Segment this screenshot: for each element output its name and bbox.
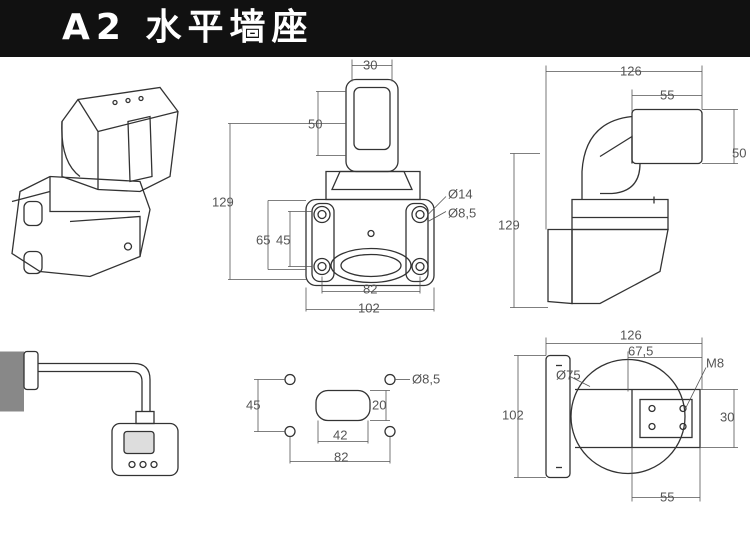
front-dimension-lines bbox=[228, 59, 447, 312]
dim-template-slot-height: 20 bbox=[372, 398, 386, 413]
dim-front-hole-large: Ø14 bbox=[448, 187, 473, 202]
template-dimension-lines bbox=[254, 379, 410, 464]
header-bar: A2 水平墙座 bbox=[0, 0, 750, 57]
dim-top-offset: 67,5 bbox=[628, 344, 653, 359]
installation-view bbox=[0, 350, 179, 477]
dimension-labels: 30 50 129 65 45 Ø14 Ø8,5 82 102 126 55 5… bbox=[212, 58, 746, 505]
dim-front-hole-spacing-v: 65 bbox=[256, 233, 270, 248]
iso-product-view bbox=[11, 86, 179, 278]
dim-side-total-length: 126 bbox=[620, 64, 642, 79]
dim-front-width-top: 30 bbox=[363, 58, 377, 73]
dim-top-diameter: Ø75 bbox=[556, 368, 581, 383]
dim-front-total-width: 102 bbox=[358, 301, 380, 316]
dim-side-arm-width: 55 bbox=[660, 88, 674, 103]
page-title: A2 水平墙座 bbox=[62, 7, 314, 48]
dim-template-vertical-spacing: 45 bbox=[246, 398, 260, 413]
dim-front-total-height: 129 bbox=[212, 195, 234, 210]
dim-top-arm-height: 30 bbox=[720, 410, 734, 425]
dim-top-height: 102 bbox=[502, 408, 524, 423]
top-dimension-lines bbox=[514, 337, 738, 502]
dim-template-slot-width: 42 bbox=[333, 428, 347, 443]
dim-front-hole-spacing-v2: 45 bbox=[276, 233, 290, 248]
dim-front-hole-small: Ø8,5 bbox=[448, 206, 476, 221]
dim-template-horizontal-spacing: 82 bbox=[334, 450, 348, 465]
dim-side-arm-height: 50 bbox=[732, 146, 746, 161]
dim-top-thread: M8 bbox=[706, 356, 724, 371]
dim-top-arm-width: 55 bbox=[660, 490, 674, 505]
dim-front-height-top: 50 bbox=[308, 117, 322, 132]
dim-side-total-height: 129 bbox=[498, 218, 520, 233]
side-dimension-lines bbox=[510, 65, 738, 308]
side-view bbox=[547, 108, 703, 305]
dim-top-total-length: 126 bbox=[620, 328, 642, 343]
front-view bbox=[305, 78, 435, 287]
dim-front-hole-spacing-h: 82 bbox=[363, 282, 377, 297]
dim-template-hole-diameter: Ø8,5 bbox=[412, 372, 440, 387]
